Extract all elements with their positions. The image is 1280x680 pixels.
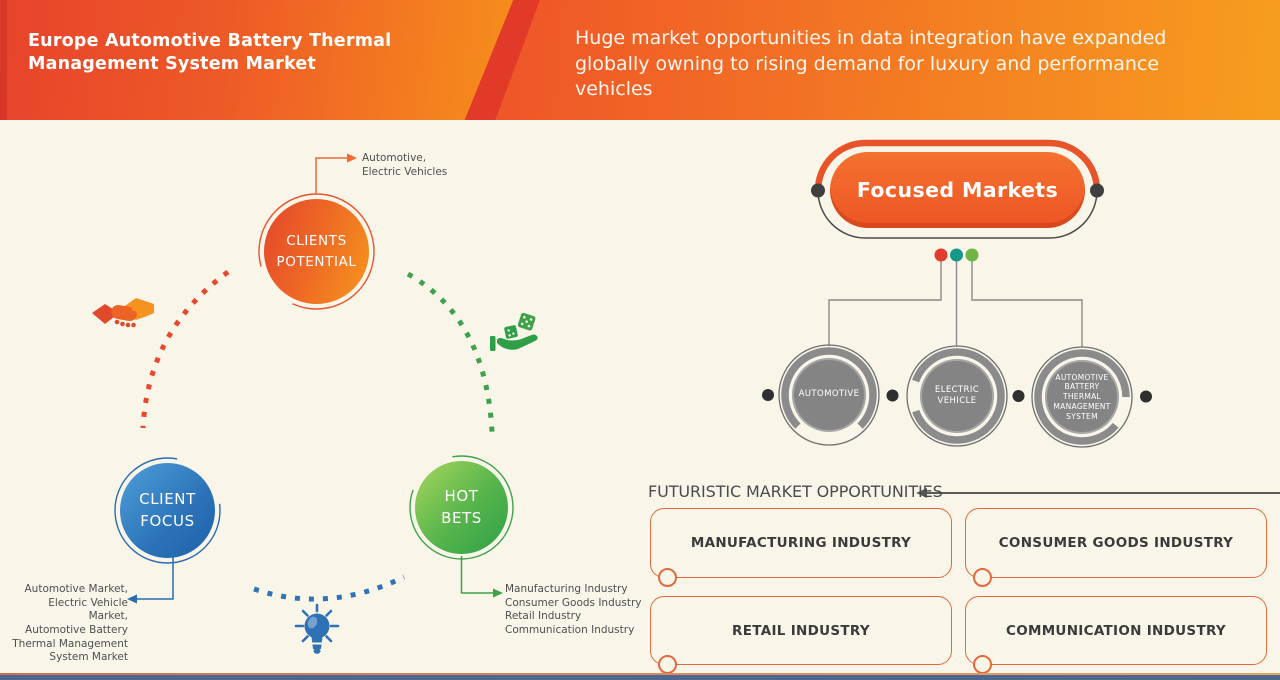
dice-hand-icon — [490, 311, 542, 357]
node-hot-bets[interactable]: HOT BETS — [415, 461, 508, 554]
header-left-accent — [0, 0, 7, 120]
clients-potential-annotation: Automotive, Electric Vehicles — [362, 152, 448, 178]
lightbulb-icon — [294, 603, 340, 663]
handshake-icon — [92, 297, 154, 343]
opportunity-label: CONSUMER GOODS INDUSTRY — [998, 535, 1234, 551]
header-banner — [0, 0, 1280, 120]
opportunity-label: COMMUNICATION INDUSTRY — [1005, 622, 1226, 639]
arrow-right-green-icon — [493, 588, 503, 598]
box-corner-ring-icon — [973, 568, 992, 587]
node-clients-potential[interactable]: CLIENTS POTENTIAL — [264, 199, 369, 304]
market-node-label: AUTOMOTIVE — [798, 389, 860, 400]
opportunity-box-manufacturing[interactable]: MANUFACTURING INDUSTRY — [650, 508, 952, 578]
market-node-battery-thermal[interactable]: AUTOMOTIVE BATTERY THERMAL MANAGEMENT SY… — [1045, 360, 1119, 434]
focused-markets-title: Focused Markets — [856, 178, 1059, 202]
client-focus-annotation: Automotive Market, Electric Vehicle Mark… — [12, 583, 128, 664]
market-node-automotive[interactable]: AUTOMOTIVE — [792, 358, 866, 432]
page-subtitle: Huge market opportunities in data integr… — [575, 27, 1167, 101]
dotted-arcs — [140, 269, 495, 602]
arrow-right-orange-icon — [347, 153, 357, 163]
market-node-label: AUTOMOTIVE BATTERY THERMAL MANAGEMENT SY… — [1053, 372, 1111, 421]
page-title: Europe Automotive Battery Thermal Manage… — [28, 31, 392, 75]
dotted-arc-green — [406, 271, 495, 433]
opportunity-label: MANUFACTURING INDUSTRY — [690, 535, 912, 551]
footer-bar — [0, 675, 1280, 680]
futuristic-heading-arrow — [916, 488, 1280, 498]
node-hot-bets-label: HOT BETS — [441, 486, 482, 527]
legend-dot-teal — [950, 248, 963, 262]
opportunity-box-retail[interactable]: RETAIL INDUSTRY — [650, 596, 952, 665]
focused-markets-pill[interactable]: Focused Markets — [830, 152, 1085, 228]
node-client-focus-label: CLIENT FOCUS — [139, 489, 196, 530]
dotted-arc-orange — [140, 269, 230, 429]
focused-markets-tree — [828, 248, 1083, 347]
arrow-left-blue-icon — [127, 594, 137, 604]
header-gradient-right — [495, 0, 1280, 120]
footer-accent-line — [0, 673, 1280, 675]
dotted-arc-blue — [253, 574, 406, 602]
box-corner-ring-icon — [658, 568, 677, 587]
box-corner-ring-icon — [973, 655, 992, 674]
legend-dot-green — [965, 248, 979, 262]
node-clients-potential-label: CLIENTS POTENTIAL — [276, 233, 357, 270]
opportunity-box-consumer-goods[interactable]: CONSUMER GOODS INDUSTRY — [965, 508, 1267, 578]
legend-dot-red — [934, 248, 948, 262]
box-corner-ring-icon — [658, 655, 677, 674]
market-node-electric-vehicle[interactable]: ELECTRIC VEHICLE — [920, 359, 994, 433]
node-client-focus[interactable]: CLIENT FOCUS — [120, 463, 215, 558]
hot-bets-annotation: Manufacturing Industry Consumer Goods In… — [505, 583, 642, 636]
opportunity-label: RETAIL INDUSTRY — [732, 622, 870, 639]
market-node-label: ELECTRIC VEHICLE — [934, 384, 980, 406]
opportunity-box-communication[interactable]: COMMUNICATION INDUSTRY — [965, 596, 1267, 665]
futuristic-opportunities-heading: FUTURISTIC MARKET OPPORTUNITIES — [648, 482, 943, 501]
